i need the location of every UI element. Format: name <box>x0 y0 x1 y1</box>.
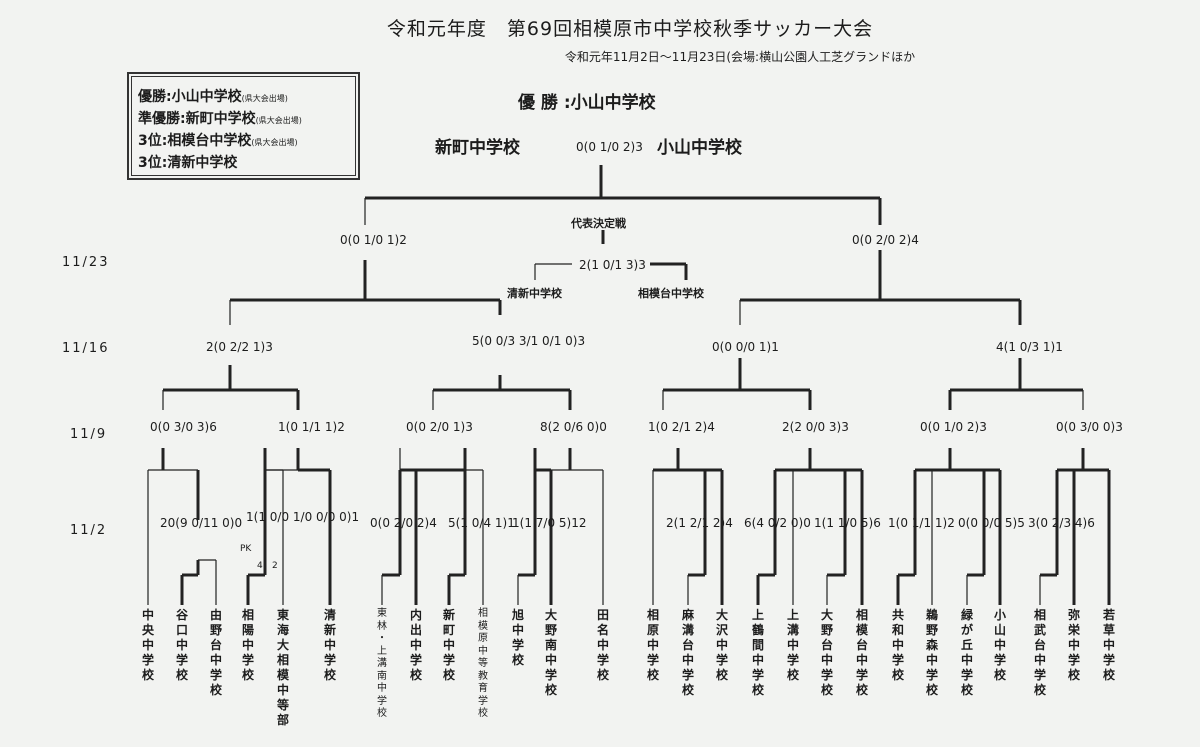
third-place-title: 代表決定戦 <box>571 217 626 230</box>
match-score-r2: 0(0 2/0 1)3 <box>406 420 473 434</box>
final-right-team: 小山中学校 <box>657 138 742 158</box>
school-name: 由野台中学校 <box>209 608 222 697</box>
match-score-r1: 0(0 0/0 5)5 <box>958 516 1025 530</box>
school-name: 田名中学校 <box>596 608 609 682</box>
school-name: 弥栄中学校 <box>1067 608 1080 682</box>
school-name: 谷口中学校 <box>175 608 188 682</box>
school-name: 中央中学校 <box>141 608 154 682</box>
date-label-semifinal: 11/16 <box>62 341 110 356</box>
page-subtitle: 令和元年11月2日～11月23日(会場:横山公園人工芝グランドほか <box>564 50 916 64</box>
school-name: 東林・上溝南中学校 <box>377 608 387 719</box>
match-score-r2: 0(0 3/0 0)3 <box>1056 420 1123 434</box>
match-score-r3: 5(0 0/3 3/1 0/1 0)3 <box>472 334 586 348</box>
result-third-1: 3位:相模台中学校(県大会出場) <box>138 133 298 149</box>
match-score-r2: 1(0 1/1 1)2 <box>278 420 345 434</box>
school-name: 共和中学校 <box>891 608 904 682</box>
match-score-r3: 0(0 0/0 1)1 <box>712 340 779 354</box>
match-score-r1: 1(1 1/0 5)6 <box>814 516 881 530</box>
match-score-r1: 1(1 0/0 1/0 0/0 0)1 <box>246 510 360 524</box>
pk-label: PK <box>240 544 252 554</box>
page-title: 令和元年度 第69回相模原市中学校秋季サッカー大会 <box>386 18 874 40</box>
match-score-r1: 3(0 2/3 4)6 <box>1028 516 1095 530</box>
results-summary-box: 優勝:小山中学校(県大会出場) 準優勝:新町中学校(県大会出場) 3位:相模台中… <box>127 72 360 180</box>
school-name: 東海大相模中等部 <box>276 608 289 727</box>
school-name: 旭中学校 <box>511 608 524 667</box>
school-name: 大野台中学校 <box>820 608 833 697</box>
school-name: 上溝中学校 <box>786 608 799 682</box>
champion-heading: 優 勝 :小山中学校 <box>518 93 656 113</box>
match-score-r2: 8(2 0/6 0)0 <box>540 420 607 434</box>
school-name: 清新中学校 <box>323 608 336 682</box>
result-winner: 優勝:小山中学校(県大会出場) <box>138 89 288 105</box>
match-score-r1: 2(1 2/1 2)4 <box>666 516 733 530</box>
match-score-r1: 6(4 0/2 0)0 <box>744 516 811 530</box>
pk-score-left: 4 <box>257 561 263 571</box>
school-name: 相陽中学校 <box>241 608 254 682</box>
match-score-r2: 1(0 2/1 2)4 <box>648 420 715 434</box>
third-place-right-team: 相模台中学校 <box>638 287 704 300</box>
match-score-r1: 20(9 0/11 0)0 <box>160 516 243 530</box>
match-score-r2: 0(0 3/0 3)6 <box>150 420 217 434</box>
school-name: 上鶴間中学校 <box>751 608 764 697</box>
school-name: 鵜野森中学校 <box>925 608 938 697</box>
school-name: 相武台中学校 <box>1033 608 1046 697</box>
result-third-2: 3位:清新中学校 <box>138 155 238 171</box>
school-name: 相模台中学校 <box>855 608 868 697</box>
school-name: 相模原中等教育学校 <box>478 608 488 719</box>
school-name: 大沢中学校 <box>715 608 728 682</box>
final-left-team: 新町中学校 <box>435 138 520 158</box>
school-name: 麻溝台中学校 <box>681 608 694 697</box>
third-place-score: 2(1 0/1 3)3 <box>579 258 646 272</box>
match-score-r3: 2(0 2/2 1)3 <box>206 340 273 354</box>
school-name: 若草中学校 <box>1102 608 1115 682</box>
match-score-r1: 1(1 7/0 5)12 <box>512 516 587 530</box>
school-name: 内出中学校 <box>409 608 422 682</box>
match-score-r1: 5(1 0/4 1)1 <box>448 516 515 530</box>
school-name: 緑が丘中学校 <box>960 608 973 697</box>
school-name: 大野南中学校 <box>544 608 557 697</box>
pk-score-right: 2 <box>272 561 278 571</box>
match-score-r2: 2(2 0/0 3)3 <box>782 420 849 434</box>
date-label-round2: 11/9 <box>70 427 108 442</box>
match-score-r4: 0(0 1/0 1)2 <box>340 233 407 247</box>
match-score-r2: 0(0 1/0 2)3 <box>920 420 987 434</box>
third-place-left-team: 清新中学校 <box>507 287 562 300</box>
date-label-final: 11/23 <box>62 255 110 270</box>
result-runner-up: 準優勝:新町中学校(県大会出場) <box>138 111 302 127</box>
date-label-round1: 11/2 <box>70 523 108 538</box>
match-score-r1: 1(0 1/1 1)2 <box>888 516 955 530</box>
school-name: 小山中学校 <box>993 608 1006 682</box>
match-score-r4: 0(0 2/0 2)4 <box>852 233 919 247</box>
school-name: 新町中学校 <box>442 608 455 682</box>
final-score: 0(0 1/0 2)3 <box>576 140 643 154</box>
match-score-r1: 0(0 2/0 2)4 <box>370 516 437 530</box>
match-score-r3: 4(1 0/3 1)1 <box>996 340 1063 354</box>
school-name: 相原中学校 <box>646 608 659 682</box>
